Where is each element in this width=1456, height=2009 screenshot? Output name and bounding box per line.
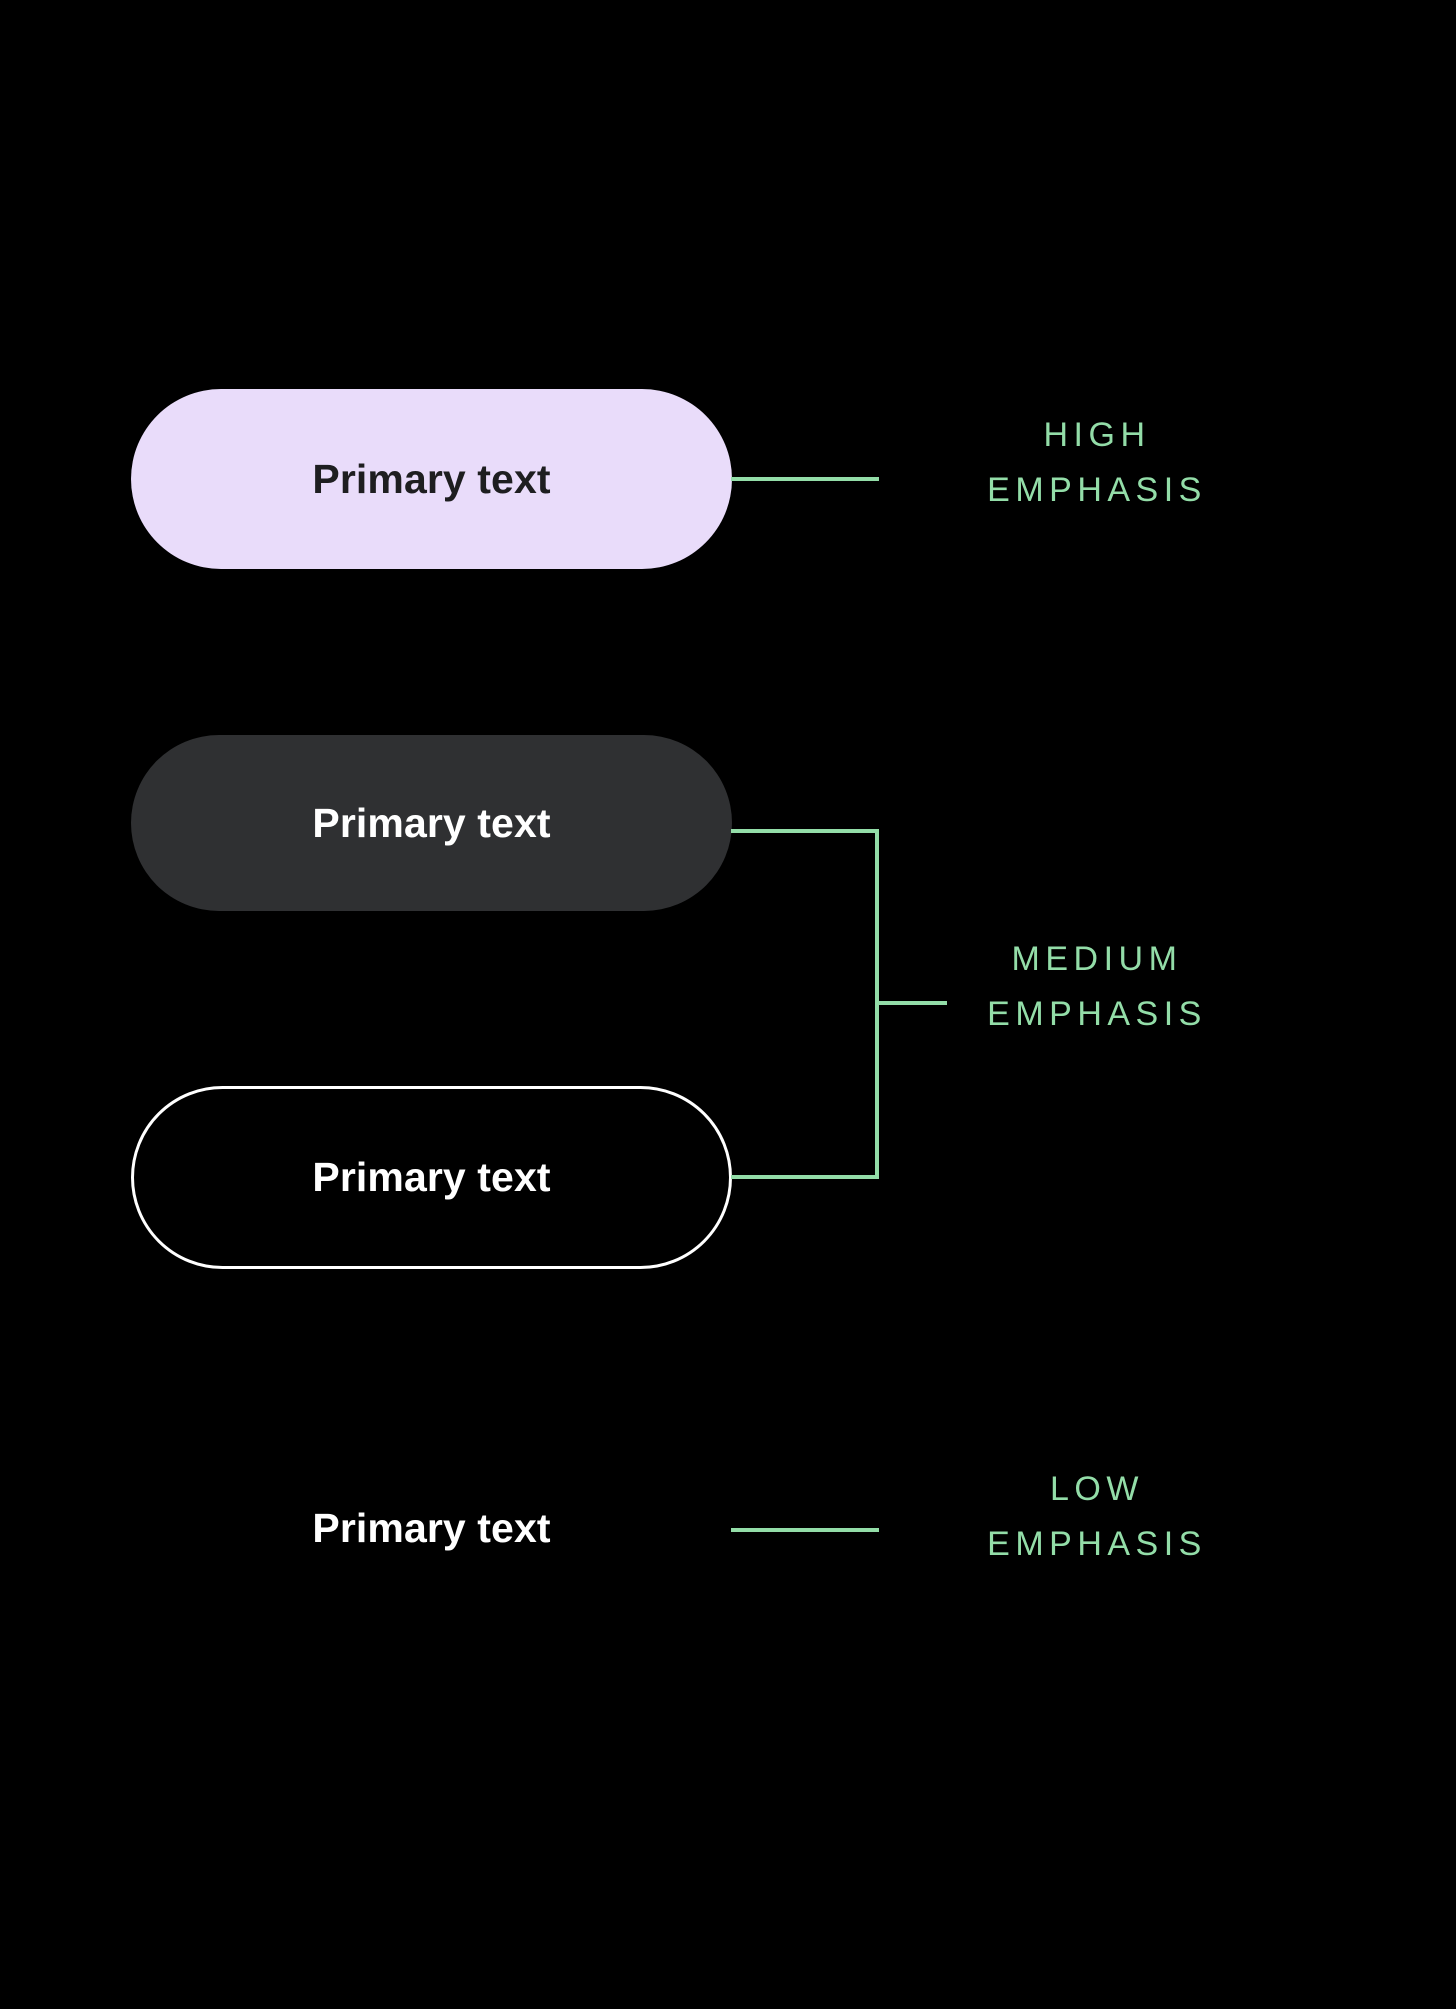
- primary-button-text[interactable]: Primary text: [131, 1478, 732, 1578]
- emphasis-label-low-line2: EMPHASIS: [987, 1525, 1207, 1564]
- connector-line-medium-bottom: [731, 1175, 879, 1179]
- emphasis-label-low-line1: LOW: [1050, 1470, 1144, 1508]
- connector-line-low: [731, 1528, 879, 1532]
- primary-button-filled-label: Primary text: [312, 455, 551, 502]
- emphasis-label-low: LOW EMPHASIS: [887, 1462, 1307, 1572]
- emphasis-label-high-line1: HIGH: [1043, 416, 1151, 454]
- emphasis-label-medium: MEDIUM EMPHASIS: [887, 932, 1307, 1042]
- primary-button-tonal-label: Primary text: [312, 799, 551, 846]
- primary-button-outlined[interactable]: Primary text: [131, 1086, 732, 1269]
- connector-line-medium-stub: [875, 1001, 947, 1005]
- emphasis-label-high-line2: EMPHASIS: [987, 471, 1207, 510]
- emphasis-label-high: HIGH EMPHASIS: [887, 408, 1307, 518]
- primary-button-outlined-label: Primary text: [312, 1154, 551, 1200]
- primary-button-filled[interactable]: Primary text: [131, 389, 732, 569]
- emphasis-label-medium-line1: MEDIUM: [1011, 940, 1183, 978]
- connector-line-medium-top: [731, 829, 879, 833]
- connector-line-high: [731, 477, 879, 481]
- emphasis-label-medium-line2: EMPHASIS: [987, 995, 1207, 1034]
- primary-button-text-label: Primary text: [312, 1504, 551, 1551]
- primary-button-tonal[interactable]: Primary text: [131, 735, 732, 911]
